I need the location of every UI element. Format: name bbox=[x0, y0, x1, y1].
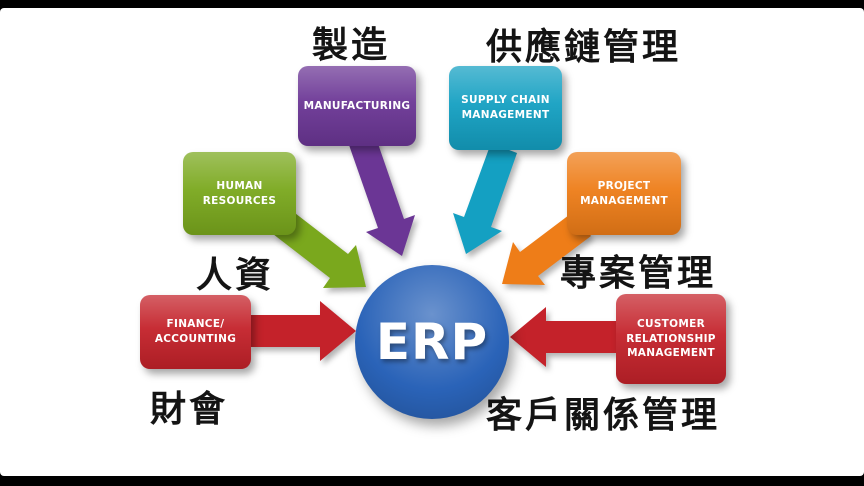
zh-label-crm: 客戶關係管理 bbox=[486, 395, 721, 436]
module-label-human-resources: HUMAN RESOURCES bbox=[202, 179, 277, 207]
module-box-crm: CUSTOMER RELATIONSHIP MANAGEMENT bbox=[616, 294, 726, 384]
arrow-supply-chain bbox=[453, 143, 517, 254]
module-box-supply-chain: SUPPLY CHAIN MANAGEMENT bbox=[449, 66, 562, 150]
zh-label-project-management: 專案管理 bbox=[560, 253, 717, 294]
module-label-supply-chain: SUPPLY CHAIN MANAGEMENT bbox=[461, 94, 550, 121]
zh-label-supply-chain: 供應鏈管理 bbox=[486, 27, 682, 68]
zh-label-human-resources: 人資 bbox=[196, 255, 275, 296]
arrow-human-resources bbox=[273, 210, 366, 288]
module-box-project-management: PROJECT MANAGEMENT bbox=[567, 152, 681, 235]
module-label-crm: CUSTOMER RELATIONSHIP MANAGEMENT bbox=[626, 317, 716, 360]
module-label-finance-accounting: FINANCE/ ACCOUNTING bbox=[154, 318, 237, 345]
module-label-manufacturing: MANUFACTURING bbox=[303, 99, 411, 112]
arrow-manufacturing bbox=[349, 135, 415, 256]
arrow-finance-accounting bbox=[250, 301, 356, 361]
module-box-manufacturing: MANUFACTURING bbox=[298, 66, 416, 146]
module-box-human-resources: HUMAN RESOURCES bbox=[183, 152, 296, 235]
zh-label-manufacturing: 製造 bbox=[312, 25, 391, 66]
module-box-finance-accounting: FINANCE/ ACCOUNTING bbox=[140, 295, 251, 369]
erp-center-circle: ERP bbox=[355, 265, 509, 419]
erp-label: ERP bbox=[375, 313, 489, 371]
module-label-project-management: PROJECT MANAGEMENT bbox=[580, 179, 668, 207]
arrow-crm bbox=[510, 307, 616, 367]
zh-label-finance-accounting: 財會 bbox=[150, 389, 229, 430]
